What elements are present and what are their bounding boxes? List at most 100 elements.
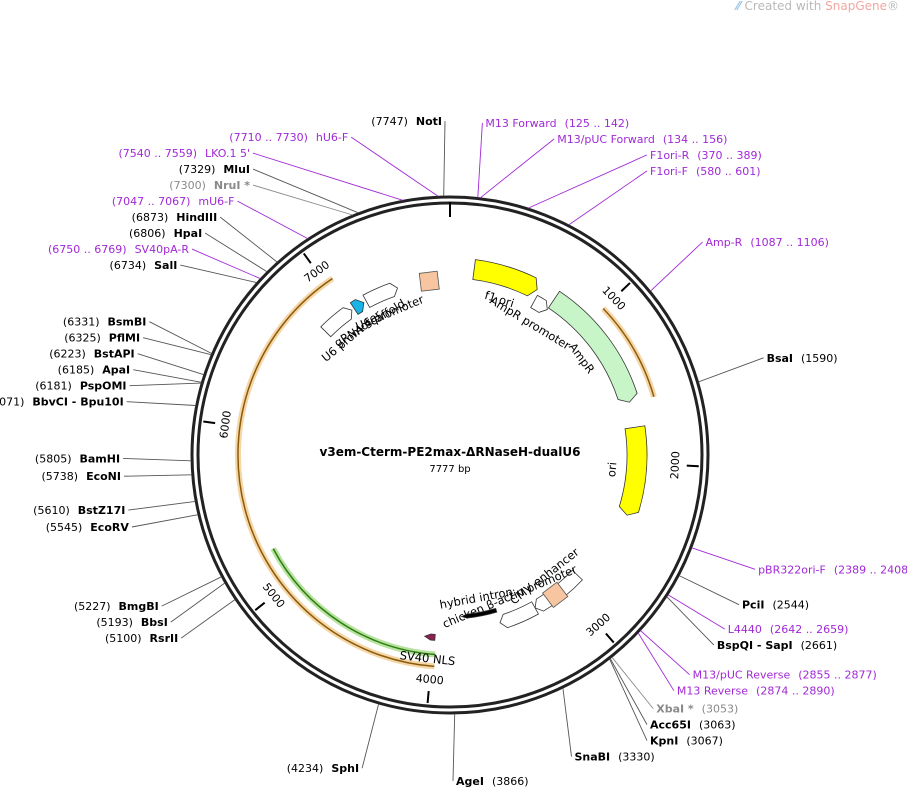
tick-label: 6000: [217, 410, 234, 439]
snapgene-logo-icon: ⁄⁄: [736, 0, 741, 13]
site-name: BspQI - SapI: [717, 639, 793, 652]
site-name: LKO.1 5': [205, 147, 250, 160]
site-position: (4234): [287, 762, 324, 775]
site-name: pBR322ori-F: [758, 563, 826, 576]
site-leader-line: [609, 658, 648, 725]
tick-label: 3000: [584, 611, 614, 639]
site-position: (125 .. 142): [565, 117, 630, 130]
tick-label: 4000: [415, 672, 444, 687]
site-leader-line: [666, 596, 715, 646]
site-mlui: (7329) MluI: [179, 163, 250, 176]
site-position: (6734): [110, 259, 147, 272]
site-position: (7710 .. 7730): [229, 131, 308, 144]
watermark-prefix: Created with: [744, 0, 822, 13]
site-leader-line: [237, 200, 308, 239]
site-position: (6325): [64, 332, 101, 345]
site-leader-line: [477, 122, 483, 198]
site-leader-line: [149, 321, 212, 354]
site-bbsi: (5193)BbsI: [96, 616, 167, 629]
site-position: (580 .. 601): [696, 165, 761, 178]
site-bstapi: (6223)BstAPI: [49, 348, 134, 361]
site-name: SV40pA-R: [135, 243, 190, 256]
site-name: mU6-F: [198, 195, 234, 208]
site-leader-line: [252, 168, 359, 214]
site-name: M13/pUC Reverse: [693, 669, 791, 682]
site-name: KpnI: [650, 735, 678, 748]
promoter-box: [418, 270, 440, 292]
site-name: Acc65I: [650, 719, 691, 732]
site-position: (5610): [33, 504, 70, 517]
site-leader-line: [170, 582, 226, 623]
site-name: SphI: [331, 762, 359, 775]
site-position: (2544): [772, 599, 809, 612]
site-name: Amp-R: [705, 236, 742, 249]
site-name: BmgBI: [119, 600, 159, 613]
site-m13-puc-reverse: M13/pUC Reverse(2855 .. 2877): [693, 669, 877, 682]
site-position: (7329): [179, 163, 216, 176]
site-bstz17i: (5610)BstZ17I: [33, 504, 125, 517]
site-leader-line: [679, 575, 740, 606]
site-name: EcoRV: [90, 521, 129, 534]
site-leader-line: [609, 658, 648, 741]
site-labels: M13 Forward(125 .. 142)M13/pUC Forward(1…: [0, 115, 907, 788]
site-pcii: PciI(2544): [742, 599, 809, 612]
site-m13-puc-forward: M13/pUC Forward(134 .. 156): [557, 133, 727, 146]
site-bmgbi: (5227) BmgBI: [74, 600, 159, 613]
site-position: (6806): [129, 227, 166, 240]
feature-hybrid-intron: [460, 607, 498, 619]
site-position: (3053): [702, 703, 739, 716]
site-leader-line: [128, 500, 196, 511]
promoter-box: [541, 581, 569, 608]
site-name: HpaI: [174, 227, 203, 240]
site-leader-line: [142, 337, 212, 356]
site-leader-line: [528, 154, 648, 209]
site-mu6-f: (7047 .. 7067)mU6-F: [112, 195, 235, 208]
snapgene-watermark: ⁄⁄Created with SnapGene®: [737, 0, 899, 13]
site-leader-line: [480, 138, 555, 199]
site-position: (3063): [699, 719, 736, 732]
site-position: (2874 .. 2890): [756, 685, 835, 698]
site-leader-line: [698, 357, 764, 383]
site-leader-line: [133, 369, 202, 383]
site-position: (370 .. 389): [697, 149, 762, 162]
site-leader-line: [443, 121, 446, 197]
site-leader-line: [191, 248, 261, 280]
site-leader-line: [161, 576, 222, 607]
site-lko-1-5: (7540 .. 7559)LKO.1 5': [118, 147, 250, 160]
site-l4440: L4440(2642 .. 2659): [728, 623, 849, 636]
site-name: F1ori-R: [650, 149, 690, 162]
feature-ampr-promoter: [530, 294, 548, 313]
site-name: M13/pUC Forward: [557, 133, 655, 146]
site-ecorv: (5545)EcoRV: [46, 521, 130, 534]
site-position: (5805): [35, 452, 72, 465]
site-name: ApaI: [102, 364, 130, 377]
site-sali: (6734)SalI: [110, 259, 178, 272]
site-leader-line: [123, 474, 192, 477]
site-bbvci-bpu10i: (6071)BbvCI - Bpu10I: [0, 396, 124, 409]
site-bamhi: (5805)BamHI: [35, 452, 120, 465]
site-name: AgeI: [456, 775, 484, 788]
site-nrui: (7300)NruI *: [169, 179, 250, 192]
site-hu6-f: (7710 .. 7730)hU6-F: [229, 131, 348, 144]
site-leader-line: [126, 401, 196, 406]
site-agei: AgeI(3866): [456, 775, 529, 788]
watermark-mark: ®: [887, 0, 899, 13]
site-snabi: SnaBI(3330): [574, 751, 654, 764]
site-name: XbaI *: [656, 703, 694, 716]
site-name: MluI: [223, 163, 250, 176]
backbone-outer: [190, 195, 710, 715]
site-leader-line: [252, 152, 403, 201]
site-name: F1ori-F: [650, 165, 688, 178]
site-position: (5227): [74, 600, 111, 613]
site-name: NruI *: [214, 179, 250, 192]
feature-label-sv40-nls: SV40 NLS: [399, 648, 456, 668]
site-pflmi: (6325)PflMI: [64, 332, 140, 345]
site-position: (6181): [35, 380, 72, 393]
site-rsrii: (5100)RsrII: [105, 632, 178, 645]
feature-chicken-actin-promoter: [499, 601, 540, 629]
site-leader-line: [611, 656, 654, 709]
plasmid-size: 7777 bp: [429, 464, 470, 475]
feature-grna-scaffold: [349, 299, 365, 315]
site-leader-line: [180, 264, 257, 284]
